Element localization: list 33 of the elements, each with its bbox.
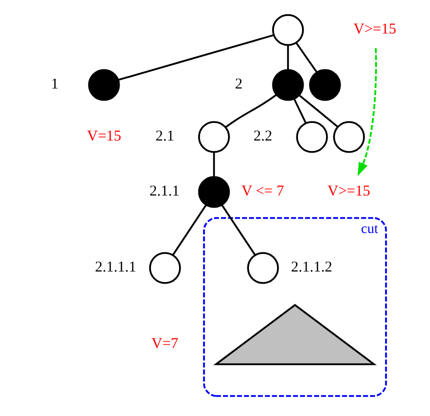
connector [295, 42, 318, 73]
node-label: 2.1.1 [150, 184, 180, 200]
node-label: 2 [235, 76, 242, 92]
connector [287, 45, 289, 70]
node-label: V=7 [152, 336, 178, 352]
node-label: 2.1.1.1 [95, 260, 136, 276]
arrow [358, 48, 377, 176]
node-label: 1 [51, 76, 58, 92]
node-circle [198, 176, 230, 208]
node-circle [272, 69, 304, 101]
node-circle [247, 252, 279, 284]
connector [293, 98, 307, 124]
node-circle [333, 121, 365, 153]
connector [221, 204, 256, 256]
node-label: 2.1.1.2 [291, 260, 332, 276]
node-text: V>=15 [328, 184, 370, 200]
connector [118, 34, 274, 81]
node-label: 2.1 [156, 128, 174, 144]
node-label: V=15 [87, 128, 122, 144]
node-label: 2.2 [254, 128, 272, 144]
connector [213, 152, 215, 177]
node-circle [296, 121, 328, 153]
node-text: V>=15 [354, 22, 396, 38]
node-circle [88, 69, 120, 101]
node-circle [272, 14, 304, 46]
node-circle [198, 121, 230, 153]
node-circle [149, 252, 181, 284]
node-label: V <= 7 [242, 184, 284, 200]
connector [225, 94, 277, 128]
node-circle [309, 69, 341, 101]
connector [298, 94, 338, 128]
node-triangle [213, 304, 377, 366]
connector [172, 204, 207, 256]
